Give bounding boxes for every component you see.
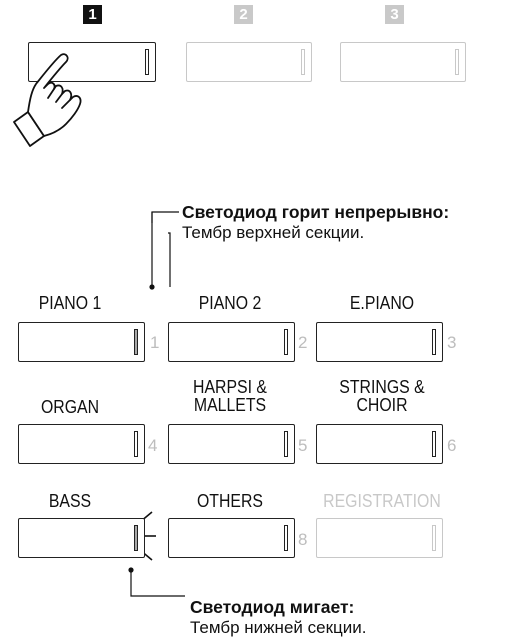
piano-1-button[interactable] [18, 322, 145, 362]
piano-2-button[interactable] [168, 322, 295, 362]
harpsi-label-line1: HARPSI & [193, 377, 267, 397]
others-button[interactable] [168, 518, 295, 558]
bottom-callout-text: Тембр нижней секции. [190, 618, 367, 637]
button-number: 4 [148, 436, 158, 455]
led-indicator [284, 525, 288, 551]
registration-label: REGISTRATION [323, 491, 441, 511]
led-indicator [301, 49, 305, 75]
led-indicator [145, 49, 149, 75]
step-badge-1: 1 [83, 5, 102, 24]
piano-2-label: PIANO 2 [198, 293, 262, 313]
led-indicator [134, 431, 138, 457]
step-button-3[interactable] [340, 42, 466, 82]
organ-button[interactable] [18, 424, 145, 464]
piano-1-label: PIANO 1 [38, 293, 102, 313]
led-indicator [284, 329, 288, 355]
button-number: 1 [150, 333, 160, 352]
button-number: 6 [447, 436, 457, 455]
top-callout-text: Тембр верхней секции. [182, 223, 365, 242]
led-indicator [432, 329, 436, 355]
strings-label-line2: CHOIR [356, 395, 408, 415]
harpsi-mallets-button[interactable] [168, 424, 295, 464]
led-indicator [134, 525, 138, 551]
step-badge-3: 3 [385, 5, 404, 24]
others-label: OTHERS [196, 491, 263, 511]
bass-label: BASS [48, 491, 92, 511]
bass-button[interactable] [18, 518, 145, 558]
pressing-hand-icon [13, 53, 82, 147]
led-indicator [134, 329, 138, 355]
strings-label-line1: STRINGS & [339, 377, 425, 397]
led-indicator [455, 49, 459, 75]
e-piano-label: E.PIANO [349, 293, 415, 313]
led-indicator [432, 431, 436, 457]
step-badge-2: 2 [234, 5, 253, 24]
led-indicator [284, 431, 288, 457]
top-callout-title: Светодиод горит непрерывно: [182, 202, 450, 222]
button-number: 3 [447, 333, 457, 352]
step-button-2[interactable] [186, 42, 312, 82]
harpsi-label-line2: MALLETS [193, 395, 267, 415]
registration-button[interactable] [316, 518, 443, 558]
bottom-callout-title: Светодиод мигает: [190, 597, 355, 617]
organ-label: ORGAN [40, 397, 100, 417]
button-number: 8 [298, 530, 308, 549]
led-indicator [432, 525, 436, 551]
e-piano-button[interactable] [316, 322, 443, 362]
strings-choir-button[interactable] [316, 424, 443, 464]
button-number: 2 [298, 333, 308, 352]
button-number: 5 [298, 436, 308, 455]
